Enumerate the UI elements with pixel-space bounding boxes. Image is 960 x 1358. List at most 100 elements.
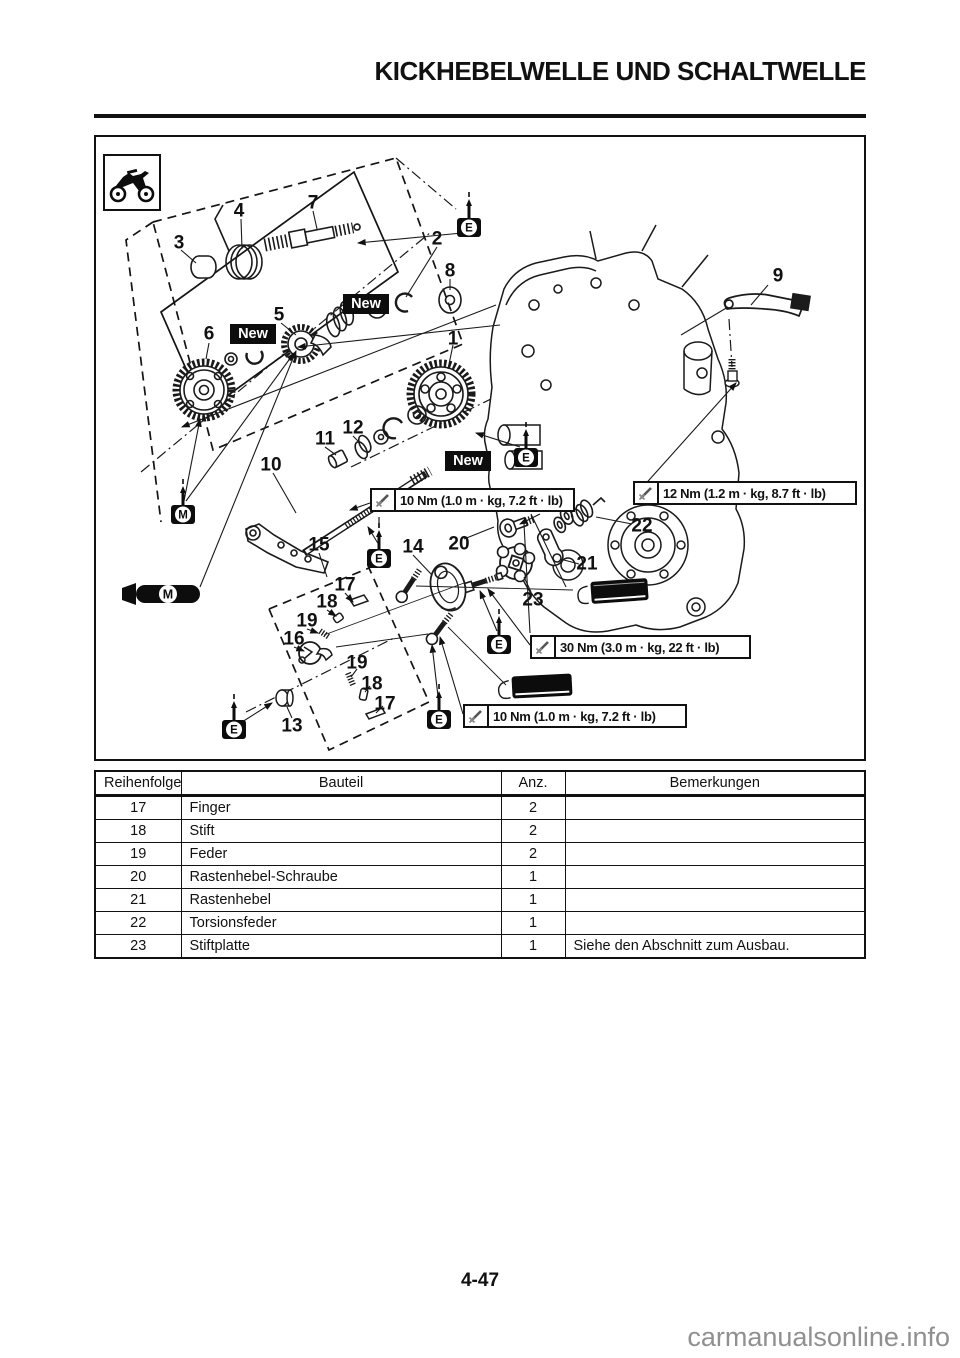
callout-18: 18 — [361, 673, 383, 695]
table-row: 19 Feder 2 — [94, 842, 866, 866]
cell-remarks: Siehe den Abschnitt zum Ausbau. — [564, 934, 866, 959]
watermark: carmanualsonline.info — [687, 1322, 950, 1352]
cell-qty: 1 — [500, 911, 566, 935]
callout-20: 20 — [448, 533, 470, 555]
torque-wrench-icon — [532, 637, 556, 657]
torque-wrench-icon — [635, 483, 659, 503]
cell-part: Stiftplatte — [180, 934, 502, 959]
callout-23: 23 — [522, 589, 544, 611]
cell-order: 21 — [94, 888, 182, 912]
parts-table-header-row: Reihenfolge Bauteil Anz. Bemerkungen — [94, 770, 866, 797]
cell-qty: 1 — [500, 888, 566, 912]
oil-can-icon: E — [454, 192, 484, 240]
cell-order: 19 — [94, 842, 182, 866]
new-badge: New — [343, 294, 389, 314]
oil-can-icon: E — [219, 694, 249, 742]
callout-14: 14 — [402, 536, 424, 558]
col-header-qty: Anz. — [500, 770, 566, 797]
callout-7: 7 — [307, 192, 319, 214]
torque-spec-box: 10 Nm (1.0 m · kg, 7.2 ft · lb) — [370, 488, 575, 512]
callout-19: 19 — [296, 610, 318, 632]
cell-remarks — [564, 819, 866, 843]
shift-pedal-parts — [723, 292, 811, 388]
col-header-part: Bauteil — [180, 770, 502, 797]
table-row: 21 Rastenhebel 1 — [94, 888, 866, 912]
cell-part: Feder — [180, 842, 502, 866]
svg-text:E: E — [230, 725, 238, 737]
callout-10: 10 — [260, 454, 282, 476]
svg-text:M: M — [163, 588, 173, 602]
parts-table-body: 17 Finger 2 18 Stift 2 19 Feder 2 20 Ras… — [94, 795, 866, 959]
motorcycle-icon — [109, 168, 155, 202]
callout-8: 8 — [444, 260, 456, 282]
oil-can-icon: E — [484, 609, 514, 657]
oil-can-icon: M — [168, 479, 198, 527]
svg-text:M: M — [178, 510, 188, 522]
page-number: 4-47 — [460, 1270, 500, 1291]
pawl-cluster-parts — [275, 594, 387, 720]
table-row: 20 Rastenhebel-Schraube 1 — [94, 865, 866, 889]
callout-4: 4 — [233, 200, 245, 222]
page-title: KICKHEBELWELLE UND SCHALTWELLE — [374, 56, 867, 86]
exploded-diagram-art — [125, 156, 811, 752]
cell-qty: 1 — [500, 934, 566, 959]
svg-text:E: E — [375, 554, 383, 566]
table-row: 22 Torsionsfeder 1 — [94, 911, 866, 935]
grease-gun-icon: M — [122, 580, 206, 608]
callout-5: 5 — [273, 304, 285, 326]
callout-17: 17 — [374, 693, 396, 715]
cell-part: Rastenhebel-Schraube — [180, 865, 502, 889]
shift-shaft-parts — [245, 429, 433, 574]
callout-19: 19 — [346, 652, 368, 674]
cell-order: 20 — [94, 865, 182, 889]
svg-text:E: E — [495, 640, 503, 652]
svg-text:E: E — [522, 453, 530, 465]
new-badge: New — [230, 324, 276, 344]
cell-part: Rastenhebel — [180, 888, 502, 912]
detent-parts — [460, 496, 606, 595]
torque-spec-label: 10 Nm (1.0 m · kg, 7.2 ft · lb) — [400, 492, 563, 508]
new-badge: New — [445, 451, 491, 471]
cell-remarks — [564, 911, 866, 935]
torque-spec-label: 10 Nm (1.0 m · kg, 7.2 ft · lb) — [493, 708, 656, 724]
cell-order: 23 — [94, 934, 182, 959]
callout-21: 21 — [576, 553, 598, 575]
cell-order: 17 — [94, 795, 182, 820]
vehicle-icon-box — [103, 154, 161, 211]
idle-gear-parts — [382, 359, 476, 440]
table-row: 17 Finger 2 — [94, 795, 866, 820]
table-row: 23 Stiftplatte 1 Siehe den Abschnitt zum… — [94, 934, 866, 959]
cell-qty: 2 — [500, 795, 566, 820]
callout-12: 12 — [342, 417, 364, 439]
callout-1: 1 — [447, 328, 459, 350]
table-row: 18 Stift 2 — [94, 819, 866, 843]
svg-text:E: E — [465, 223, 473, 235]
callout-16: 16 — [283, 628, 305, 650]
torque-wrench-icon — [372, 490, 396, 510]
svg-text:E: E — [435, 715, 443, 727]
col-header-remarks: Bemerkungen — [564, 770, 866, 797]
cell-remarks — [564, 888, 866, 912]
cell-qty: 2 — [500, 842, 566, 866]
oil-can-icon: E — [511, 422, 541, 470]
grip-roller-icons — [497, 578, 649, 700]
header-rule — [94, 114, 866, 118]
torque-spec-box: 10 Nm (1.0 m · kg, 7.2 ft · lb) — [463, 704, 687, 728]
callout-15: 15 — [308, 534, 330, 556]
callout-13: 13 — [281, 715, 303, 737]
torque-spec-box: 12 Nm (1.2 m · kg, 8.7 ft · lb) — [633, 481, 857, 505]
torque-spec-box: 30 Nm (3.0 m · kg, 22 ft · lb) — [530, 635, 751, 659]
oil-can-icon: E — [364, 523, 394, 571]
cell-remarks — [564, 865, 866, 889]
cell-order: 22 — [94, 911, 182, 935]
leader-lines — [180, 210, 769, 723]
cell-part: Stift — [180, 819, 502, 843]
torque-wrench-icon — [465, 706, 489, 726]
callout-17: 17 — [334, 574, 356, 596]
torque-spec-label: 30 Nm (3.0 m · kg, 22 ft · lb) — [560, 639, 720, 655]
callout-11: 11 — [314, 428, 336, 450]
cell-qty: 1 — [500, 865, 566, 889]
